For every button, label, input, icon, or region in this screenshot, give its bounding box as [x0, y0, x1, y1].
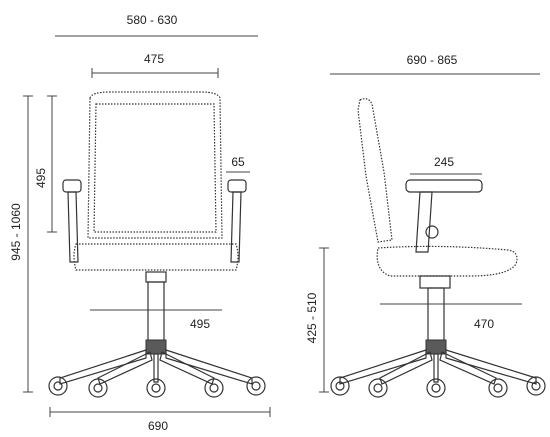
total-height-label: 945 - 1060 [9, 203, 23, 261]
caster [488, 378, 508, 398]
side-armrest-post [415, 191, 433, 253]
caster [88, 378, 108, 398]
left-armrest-post [67, 191, 79, 263]
side-seat-outline [376, 245, 518, 277]
armrest-width-label: 65 [231, 155, 245, 169]
side-base-leg-left [339, 349, 427, 385]
overall-width-label: 580 - 630 [127, 13, 178, 27]
right-armrest-pad [227, 179, 247, 193]
side-base-leg-right [445, 349, 537, 385]
seat-depth-front-label: 495 [190, 317, 210, 331]
front-casters [48, 376, 266, 398]
side-base-leg-mid-left [379, 351, 433, 385]
backrest-inner-outline [93, 103, 217, 233]
gas-lift-column [147, 281, 165, 343]
side-view: 690 - 865 245 470 425 - 510 [305, 53, 546, 398]
side-base-leg-center [433, 353, 439, 383]
base-leg-left-outer [59, 349, 147, 385]
caster [330, 376, 350, 396]
backrest-height-label: 495 [34, 168, 48, 188]
side-casters [330, 376, 546, 398]
caster [526, 376, 546, 396]
overall-depth-label: 690 - 865 [407, 53, 458, 67]
side-backrest-outline [357, 98, 393, 243]
seat-mechanism [145, 271, 167, 283]
side-seat-depth-label: 470 [474, 317, 494, 331]
side-armrest-pad [405, 179, 483, 193]
caster [146, 378, 166, 398]
side-gas-lift-column [427, 287, 445, 343]
side-base-leg-mid-right [439, 351, 497, 385]
left-armrest-pad [62, 179, 82, 193]
side-seat-mechanism [419, 275, 451, 289]
caster [48, 376, 68, 396]
backrest-outline [87, 91, 223, 239]
armrest-adjust-knob [425, 225, 439, 239]
caster [246, 376, 266, 396]
armrest-length-label: 245 [434, 155, 454, 169]
caster [426, 378, 446, 398]
seat-width-label: 475 [144, 52, 164, 66]
base-leg-right-outer [165, 349, 253, 385]
caster [368, 378, 388, 398]
seat-cushion-outline [73, 243, 239, 271]
right-armrest-post [230, 191, 242, 263]
seat-height-label: 425 - 510 [305, 292, 319, 343]
base-leg-center [153, 353, 159, 383]
front-view: 580 - 630 475 945 - 1060 495 65 495 [9, 13, 271, 433]
base-diameter-label: 690 [148, 419, 168, 433]
caster [204, 378, 224, 398]
